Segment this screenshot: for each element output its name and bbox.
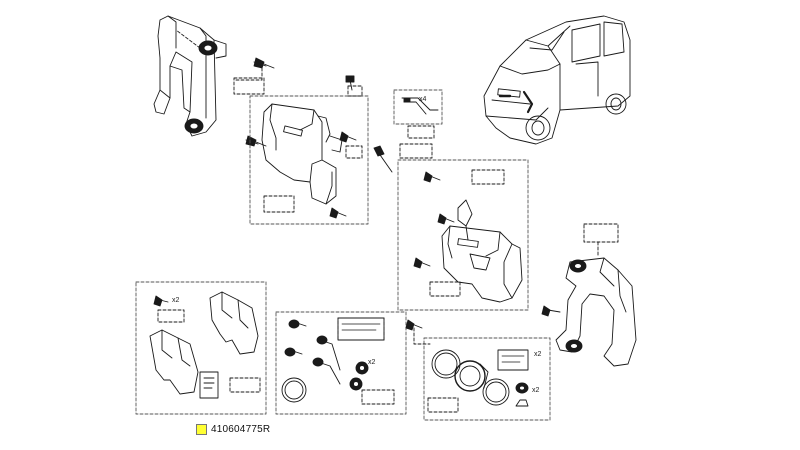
guide-pin-long[interactable] <box>316 335 341 371</box>
guide-pin-label-tag <box>337 317 385 341</box>
seal-kit-label-tag <box>497 349 529 371</box>
caliper-bolt-c[interactable] <box>329 207 347 219</box>
brake-pad-kit-box <box>135 281 267 415</box>
guide-pin-boot-b[interactable] <box>349 377 363 391</box>
ref-box <box>263 195 295 213</box>
ref-box <box>361 389 395 405</box>
right-caliper-bracket[interactable] <box>541 257 637 367</box>
spring-clip[interactable] <box>401 97 439 115</box>
part-reference-marker[interactable] <box>196 423 207 435</box>
right-caliper-group-box <box>397 159 529 311</box>
caliper-bolt-b[interactable] <box>339 131 357 143</box>
caliper-bolt-a[interactable] <box>345 75 355 91</box>
left-caliper-group-box <box>249 95 369 225</box>
part-reference-code[interactable]: 410604775R <box>211 423 271 435</box>
guide-pin-short[interactable] <box>312 357 341 385</box>
leader-line <box>175 29 201 49</box>
piston-seal-kit-box <box>423 337 551 421</box>
ref-box <box>399 143 433 159</box>
bracket-bolt-upper[interactable] <box>253 57 275 69</box>
clip-group-box <box>393 89 443 125</box>
guide-pin-bolt-a[interactable] <box>288 319 307 329</box>
piston-seal-ring[interactable] <box>482 378 510 406</box>
bleed-screw[interactable] <box>373 145 393 173</box>
brake-pad-rear[interactable] <box>209 291 259 355</box>
boot-kit-quantity-label: x2 <box>368 359 376 366</box>
pad-bolt[interactable] <box>153 295 169 307</box>
ref-box <box>427 397 459 413</box>
ref-box <box>583 223 619 243</box>
ref-box <box>347 85 363 97</box>
leader-line <box>413 327 431 345</box>
ref-box <box>471 169 505 185</box>
right-brake-caliper[interactable] <box>441 199 523 303</box>
part-reference-entry[interactable]: 410604775R <box>196 422 270 436</box>
guide-pin-o-ring[interactable] <box>281 377 307 403</box>
ref-box <box>337 317 385 341</box>
cap-quantity-label: x2 <box>532 387 540 394</box>
leader-line <box>235 67 263 81</box>
ref-box <box>229 377 261 393</box>
caliper-piston[interactable] <box>454 360 489 392</box>
left-brake-caliper[interactable] <box>261 103 343 205</box>
wear-indicator-leaflet[interactable] <box>199 371 219 399</box>
bracket-bolt-lower[interactable] <box>245 135 267 147</box>
bleed-screw-cap[interactable] <box>515 382 529 407</box>
clip-quantity-label: x4 <box>419 96 427 103</box>
caliper-bolt-e[interactable] <box>437 213 455 225</box>
seal-kit-quantity-label: x2 <box>534 351 542 358</box>
left-caliper-bracket[interactable] <box>153 15 227 137</box>
vehicle-locator-illustration <box>483 15 631 145</box>
ref-box <box>429 281 461 297</box>
guide-pin-boot-a[interactable] <box>355 361 369 375</box>
pad-bolt-quantity-label: x2 <box>172 297 180 304</box>
ref-box <box>407 125 435 139</box>
ref-box <box>345 145 363 159</box>
ref-box <box>233 77 265 95</box>
caliper-bolt-f[interactable] <box>413 257 431 269</box>
guide-pin-kit-box <box>275 311 407 415</box>
guide-pin-bolt-b[interactable] <box>284 347 303 357</box>
caliper-bolt-d[interactable] <box>423 171 441 183</box>
ref-box <box>157 309 185 323</box>
caliper-bolt-g[interactable] <box>405 319 423 331</box>
brake-pad-front[interactable] <box>149 329 199 395</box>
